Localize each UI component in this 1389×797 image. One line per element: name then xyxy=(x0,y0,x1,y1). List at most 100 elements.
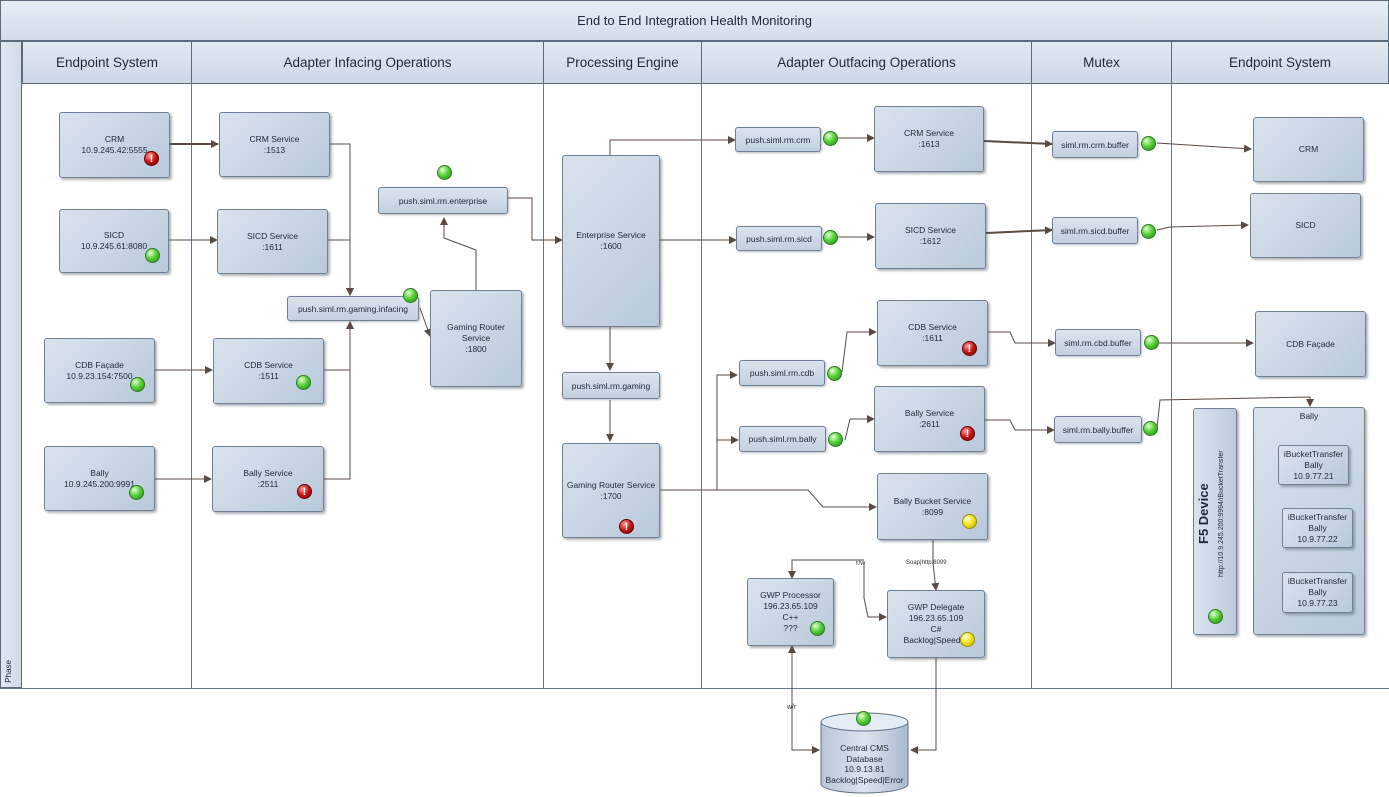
buffer-cbd[interactable]: siml.rm.cbd.buffer xyxy=(1055,329,1141,356)
status-red-icon: ! xyxy=(619,519,634,534)
endpoint-bally-node[interactable]: Bally 10.9.245.200:9991 xyxy=(44,446,155,511)
queue-cdb-out[interactable]: push.siml.rm.cdb xyxy=(739,360,825,386)
edge-sicd-service-to-buffer xyxy=(985,226,1053,235)
endpoint-crm-out-node[interactable]: CRM xyxy=(1253,117,1364,182)
status-green-icon xyxy=(145,248,160,263)
status-green-icon xyxy=(296,375,311,390)
node-language: C++ xyxy=(782,612,799,622)
inbound-bally-service-node[interactable]: Bally Service :2511 xyxy=(212,446,324,512)
db-address: 10.9.13.81 xyxy=(844,764,885,774)
inbound-sicd-service-node[interactable]: SICD Service :1611 xyxy=(217,209,328,274)
node-address: 10.9.77.22 xyxy=(1297,533,1338,544)
buffer-bally[interactable]: siml.rm.bally.buffer xyxy=(1054,416,1142,443)
lane-header-endpoint-in: Endpoint System xyxy=(22,41,192,84)
node-name: Enterprise Service xyxy=(576,230,646,240)
ibucket-node-2[interactable]: iBucketTransfer Bally 10.9.77.22 xyxy=(1282,508,1353,548)
outbound-crm-service-node[interactable]: CRM Service :1613 xyxy=(874,106,984,172)
edge-enterprise-to-crm-queue xyxy=(609,136,736,155)
enterprise-service-node[interactable]: Enterprise Service :1600 xyxy=(562,155,660,327)
db-name: Central CMS xyxy=(840,743,889,753)
f5-device-node[interactable]: F5 Device http://10.9.245.200:9994/iBuck… xyxy=(1193,408,1237,635)
diagram-title: End to End Integration Health Monitoring xyxy=(0,0,1389,41)
gaming-router-service-node[interactable]: Gaming Router Service :1700 xyxy=(562,443,660,538)
status-green-icon xyxy=(1144,335,1159,350)
node-name: CDB Service xyxy=(244,360,293,370)
lane-divider xyxy=(701,84,702,688)
endpoint-cdb-facade-node[interactable]: CDB Façade 10.9.23.154:7500 xyxy=(44,338,155,403)
node-address: 10.9.245.61:8080 xyxy=(80,241,148,251)
node-name-line1: Gaming Router xyxy=(447,322,505,332)
ibucket-node-3[interactable]: iBucketTransfer Bally 10.9.77.23 xyxy=(1282,572,1353,613)
lane-divider xyxy=(543,84,544,688)
node-name: Bally Bucket Service xyxy=(893,495,972,506)
gwp-processor-node[interactable]: GWP Processor 196.23.65.109 C++ ??? xyxy=(747,578,834,646)
status-green-icon xyxy=(1141,136,1156,151)
edge-queue-to-router xyxy=(419,307,432,337)
queue-bally-out[interactable]: push.siml.rm.bally xyxy=(739,426,826,452)
node-port: :1700 xyxy=(600,490,622,501)
queue-gaming-infacing[interactable]: push.siml.rm.gaming.infacing xyxy=(287,296,419,321)
edge-delegate-to-db xyxy=(910,658,937,754)
node-port: :1611 xyxy=(922,333,943,343)
node-note: ??? xyxy=(783,623,798,633)
endpoint-cdb-facade-out-node[interactable]: CDB Façade xyxy=(1255,311,1366,377)
node-name: Bally Service xyxy=(904,408,955,418)
endpoint-crm-node[interactable]: CRM 10.9.245.42:5555 xyxy=(59,112,170,178)
lane-header-adapter-infacing: Adapter Infacing Operations xyxy=(191,41,544,84)
endpoint-sicd-out-node[interactable]: SICD xyxy=(1250,193,1361,258)
node-name: CRM xyxy=(1298,144,1319,154)
outbound-cdb-service-node[interactable]: CDB Service :1611 xyxy=(877,300,988,366)
queue-enterprise[interactable]: push.siml.rm.enterprise xyxy=(378,187,508,214)
node-name: iBucketTransfer xyxy=(1287,511,1348,522)
lane-divider xyxy=(1171,84,1172,688)
node-port: :1511 xyxy=(258,371,279,381)
node-address: 196.23.65.109 xyxy=(908,613,964,623)
status-green-icon xyxy=(827,366,842,381)
edge-processor-to-db xyxy=(791,650,820,754)
buffer-crm[interactable]: siml.rm.crm.buffer xyxy=(1052,131,1138,158)
f5-device-name: F5 Device xyxy=(1196,483,1211,545)
queue-sicd-out[interactable]: push.siml.rm.sicd xyxy=(736,226,822,251)
status-green-icon xyxy=(1208,609,1223,624)
status-green-icon xyxy=(810,621,825,636)
edge-router-to-cdb-queue xyxy=(660,371,738,491)
node-name: iBucketTransfer xyxy=(1287,576,1348,586)
db-metrics: Backlog|Speed|Error xyxy=(825,774,904,785)
inbound-cdb-service-node[interactable]: CDB Service :1511 xyxy=(213,338,324,404)
status-red-icon: ! xyxy=(960,426,975,441)
edge-label-rw: r/w xyxy=(856,560,866,567)
node-port: :1613 xyxy=(918,139,940,149)
node-system: Bally xyxy=(1308,522,1327,533)
node-name: GWP Processor xyxy=(760,590,821,600)
lane-bottom-border xyxy=(0,688,1389,689)
gaming-router-in-node[interactable]: Gaming Router Service :1800 xyxy=(430,290,522,387)
node-port: :1600 xyxy=(600,241,622,251)
queue-gaming[interactable]: push.siml.rm.gaming xyxy=(562,372,660,399)
status-red-icon: ! xyxy=(297,484,312,499)
edge-enterprise-queue-to-service xyxy=(508,197,563,244)
node-name: CDB Façade xyxy=(75,359,124,370)
status-green-icon xyxy=(130,377,145,392)
gwp-delegate-node[interactable]: GWP Delegate 196.23.65.109 C# Backlog|Sp… xyxy=(887,590,985,658)
ibucket-node-1[interactable]: iBucketTransfer Bally 10.9.77.21 xyxy=(1278,445,1349,485)
lane-header-mutex: Mutex xyxy=(1031,41,1172,84)
queue-crm-out[interactable]: push.siml.rm.crm xyxy=(735,127,821,152)
lane-header-adapter-outfacing: Adapter Outfacing Operations xyxy=(701,41,1032,84)
outbound-sicd-service-node[interactable]: SICD Service :1612 xyxy=(875,203,986,269)
buffer-sicd[interactable]: siml.rm.sicd.buffer xyxy=(1052,217,1138,244)
node-name: CDB Façade xyxy=(1286,338,1335,349)
bally-bucket-service-node[interactable]: Bally Bucket Service :8099 xyxy=(877,473,988,540)
outbound-bally-service-node[interactable]: Bally Service :2611 xyxy=(874,386,985,452)
edge-label-soap: Soap|http:8099 xyxy=(906,560,947,566)
node-system: Bally xyxy=(1308,587,1327,597)
node-name: SICD Service xyxy=(246,230,298,241)
status-red-icon: ! xyxy=(144,151,159,166)
status-green-icon xyxy=(1143,421,1158,436)
status-green-icon xyxy=(437,165,452,180)
edge-sicd-service-to-queue xyxy=(328,239,354,296)
inbound-crm-service-node[interactable]: CRM Service :1513 xyxy=(219,112,330,177)
node-address: 196.23.65.109 xyxy=(763,601,818,611)
status-yellow-icon xyxy=(960,632,975,647)
endpoint-sicd-node[interactable]: SICD 10.9.245.61:8080 xyxy=(59,209,169,273)
